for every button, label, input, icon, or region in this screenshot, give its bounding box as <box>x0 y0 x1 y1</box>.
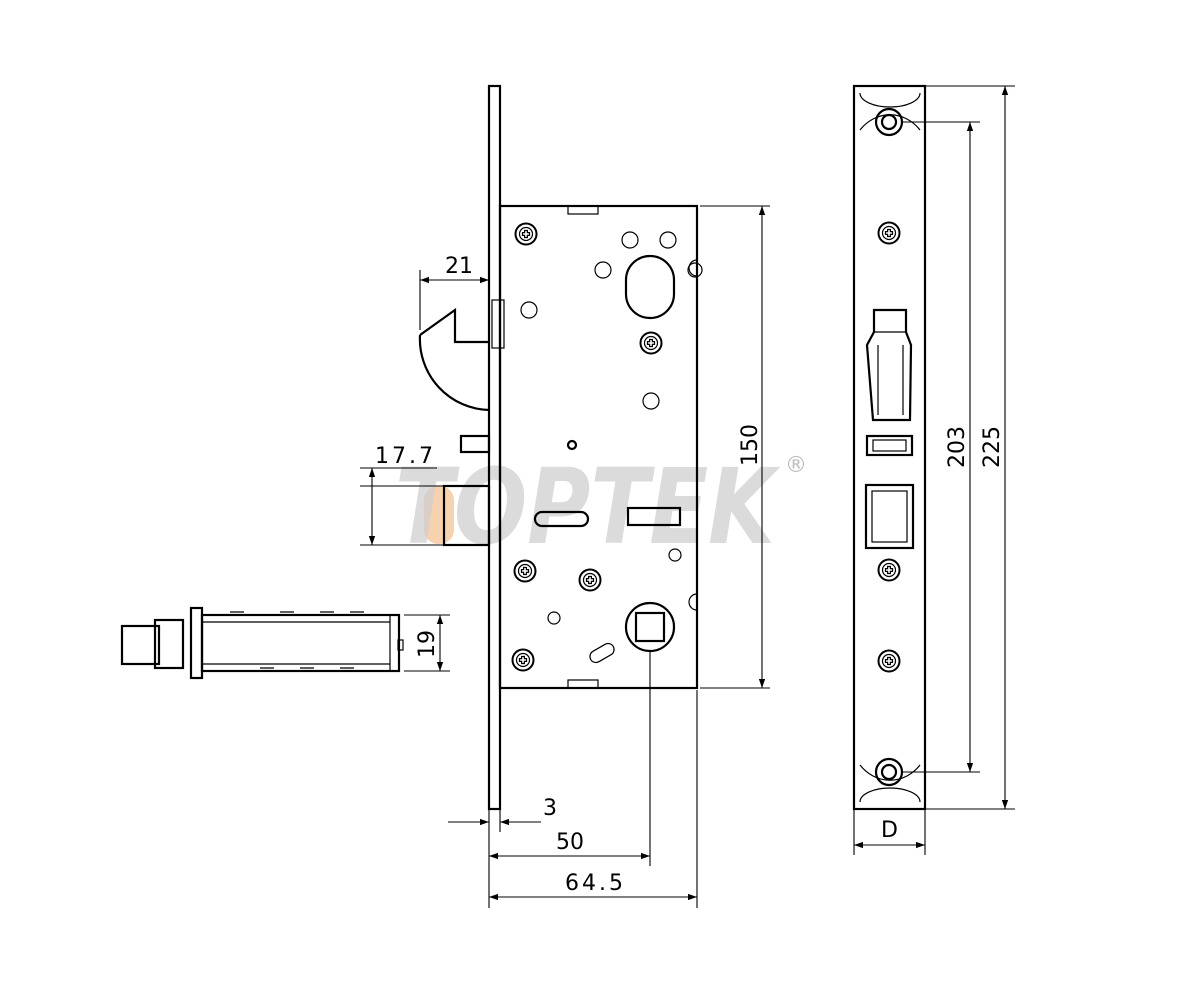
case-hole-small <box>566 439 578 451</box>
case-hole <box>687 262 703 278</box>
diagonal-slot <box>589 642 615 664</box>
cylinder-end-tab <box>397 639 404 651</box>
case-hole <box>621 231 639 249</box>
lock-side-view <box>418 84 703 811</box>
case-notch-upper <box>688 259 698 277</box>
cylinder-cam <box>120 624 161 666</box>
faceplate-aux-opening <box>865 434 914 457</box>
case-hole <box>594 261 612 279</box>
case-screw-icon <box>639 331 663 355</box>
faceplate-mounting-hole <box>874 757 904 787</box>
swing-latch-bolt <box>419 307 489 344</box>
case-screw-icon <box>511 648 535 672</box>
faceplate-bottom-rounded-end <box>859 764 921 803</box>
deadbolt <box>442 484 491 547</box>
auxiliary-bolt <box>459 434 491 454</box>
watermark-registered-mark: ® <box>785 453 807 478</box>
handle-spindle-hub <box>624 601 676 653</box>
dim-backset-label: 50 <box>556 830 584 855</box>
faceplate-mounting-hole-inner <box>880 763 898 781</box>
faceplate-latch-opening <box>865 308 913 422</box>
faceplate-screw-icon <box>877 221 901 245</box>
faceplate-front <box>852 84 927 811</box>
case-hole <box>659 231 677 249</box>
faceplate-mounting-hole-inner <box>880 113 898 131</box>
case-notch-lower <box>688 593 698 611</box>
faceplate-screw-icon <box>877 558 901 582</box>
dimension-lines <box>360 85 1015 908</box>
dim-faceplate-length-label: 225 <box>980 426 1005 468</box>
faceplate-latch-detail <box>874 331 906 415</box>
faceplate-deadbolt-inner <box>871 490 908 543</box>
watermark-accent-shape <box>424 486 454 544</box>
case-screw-icon <box>578 568 602 592</box>
faceplate-deadbolt-opening <box>864 483 915 550</box>
faceplate-top-rounded-end <box>859 92 921 131</box>
dim-case-depth-label: 64.5 <box>565 871 626 896</box>
dim-faceplate-thickness-label: 3 <box>543 796 557 821</box>
watermark-brand-text: TOPTEK <box>395 446 781 568</box>
faceplate-aux-opening-inner <box>872 439 907 452</box>
case-screw-icon <box>514 222 538 246</box>
faceplate-mounting-hole <box>874 107 904 137</box>
latch-guide-block <box>491 299 505 349</box>
dim-faceplate-width-label: D <box>881 818 898 843</box>
dim-deadbolt-projection-label: 17.7 <box>375 444 436 469</box>
auxiliary-slot <box>626 506 682 527</box>
case-bottom-tab <box>567 679 599 689</box>
cylinder-collar <box>153 618 185 670</box>
case-top-tab <box>567 205 599 215</box>
cylinder-view <box>120 606 404 680</box>
dim-latch-projection-label: 21 <box>445 254 473 279</box>
cylinder-body <box>200 613 401 673</box>
case-hole <box>642 392 660 410</box>
cylinder-body-detail <box>202 615 391 671</box>
toptek-watermark: TOPTEK ® <box>395 446 807 568</box>
cylinder-cam-slot <box>624 254 676 320</box>
dim-cylinder-height-label: 19 <box>415 630 440 658</box>
cylinder-pin-marks <box>230 611 364 669</box>
dim-screw-spacing-label: 203 <box>945 426 970 468</box>
case-hole <box>520 301 538 319</box>
latch-slot <box>533 510 590 528</box>
swing-latch-arc <box>418 334 490 412</box>
case-hole <box>547 611 561 625</box>
dim-case-height-label: 150 <box>738 424 763 466</box>
faceplate-screw-icon <box>877 649 901 673</box>
handle-spindle-square <box>634 611 666 643</box>
case-hole <box>668 548 682 562</box>
cylinder-flange <box>189 606 204 680</box>
dimension-labels: 21 17.7 19 150 203 225 D 3 50 64.5 <box>375 254 1005 896</box>
faceplate-front-view <box>852 84 927 811</box>
